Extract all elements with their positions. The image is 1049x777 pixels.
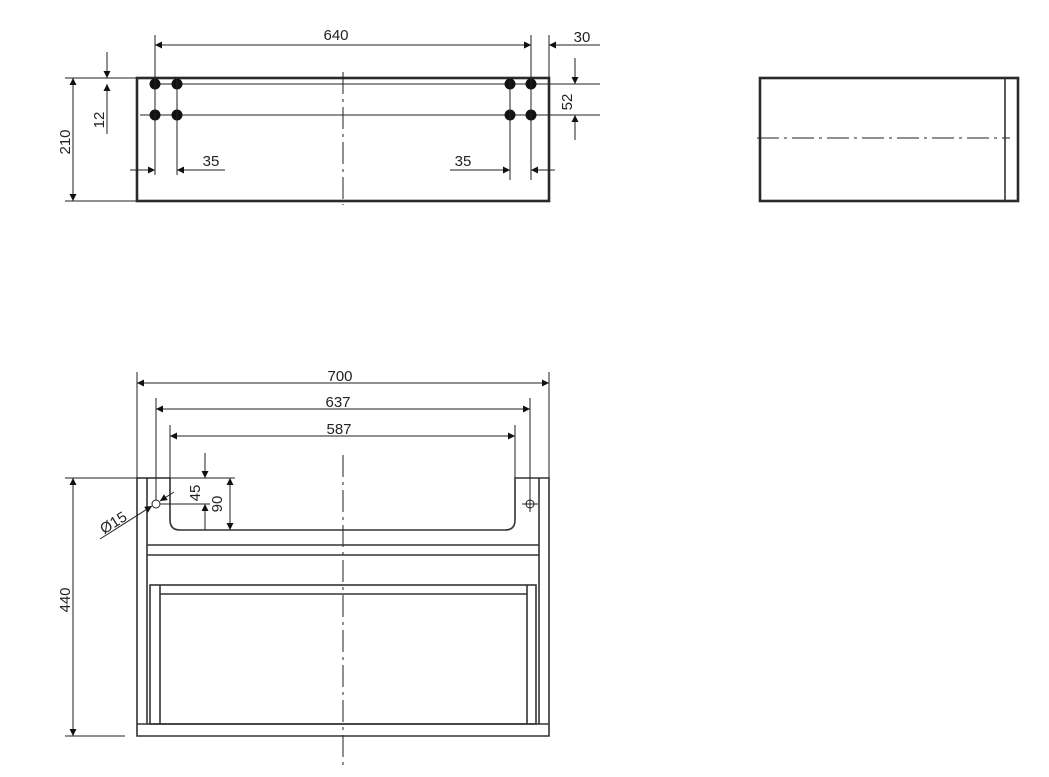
dim-640: 640 (323, 27, 348, 44)
dim-35-left: 35 (203, 153, 220, 170)
front-view: 640 30 52 12 210 35 35 (57, 27, 600, 205)
dim-587: 587 (326, 421, 351, 438)
cabinet-side-outline (758, 76, 1020, 203)
dim-700: 700 (327, 368, 352, 385)
dim-637: 637 (325, 394, 350, 411)
dim-45: 45 (187, 485, 204, 502)
hole-left (151, 499, 161, 509)
dim-52: 52 (559, 94, 576, 111)
dim-30: 30 (574, 29, 591, 46)
drawer-front (149, 584, 537, 725)
dim-90: 90 (209, 496, 226, 513)
cabinet-outline (136, 477, 550, 737)
dim-12: 12 (91, 112, 108, 129)
dim-35-right: 35 (455, 153, 472, 170)
dim-440: 440 (57, 587, 74, 612)
dim-diameter-15: Ø15 (97, 508, 130, 537)
side-view (757, 76, 1020, 203)
plan-view: 700 637 587 440 45 90 Ø15 (57, 368, 550, 770)
dim-210: 210 (57, 129, 74, 154)
